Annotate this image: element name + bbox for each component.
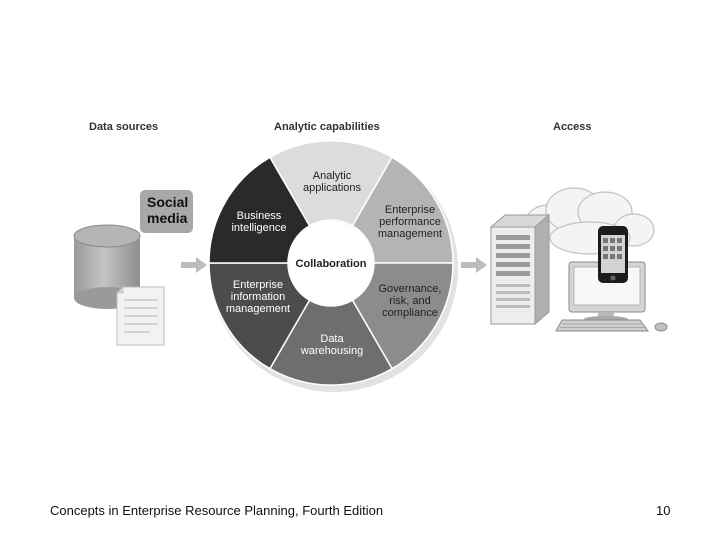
label-enterprise-performance: Enterprise performance management [377,204,443,240]
capability-wheel [208,140,454,386]
output-arrow-icon [461,257,487,273]
footer-citation: Concepts in Enterprise Resource Planning… [50,503,384,518]
segment-enterprise-information [208,262,311,370]
document-icon [116,286,165,346]
mouse-icon [654,322,668,332]
keyboard-icon [555,319,649,332]
label-business-intelligence: Business intelligence [231,210,287,234]
label-data-warehousing: Data warehousing [300,333,364,357]
segment-data-warehousing [268,299,394,386]
input-arrow-icon [181,257,207,273]
smartphone-icon [598,226,628,283]
label-analytic-applications: Analytic applications [302,170,362,194]
segment-enterprise-performance [351,156,454,264]
social-media-line1: Social [147,194,189,210]
label-enterprise-information: Enterprise information management [225,279,291,315]
header-analytic-capabilities: Analytic capabilities [274,121,380,133]
label-collaboration: Collaboration [295,258,367,270]
header-access: Access [553,121,592,133]
segment-analytic-applications [268,140,394,227]
social-media-badge: Social media [140,190,193,233]
segment-business-intelligence [208,156,311,264]
social-media-line2: media [147,210,188,226]
label-governance: Governance, risk, and compliance [378,283,442,319]
header-data-sources: Data sources [89,121,159,133]
page-number: 10 [656,503,671,518]
wheel-center [289,221,373,305]
server-icon [489,213,551,326]
